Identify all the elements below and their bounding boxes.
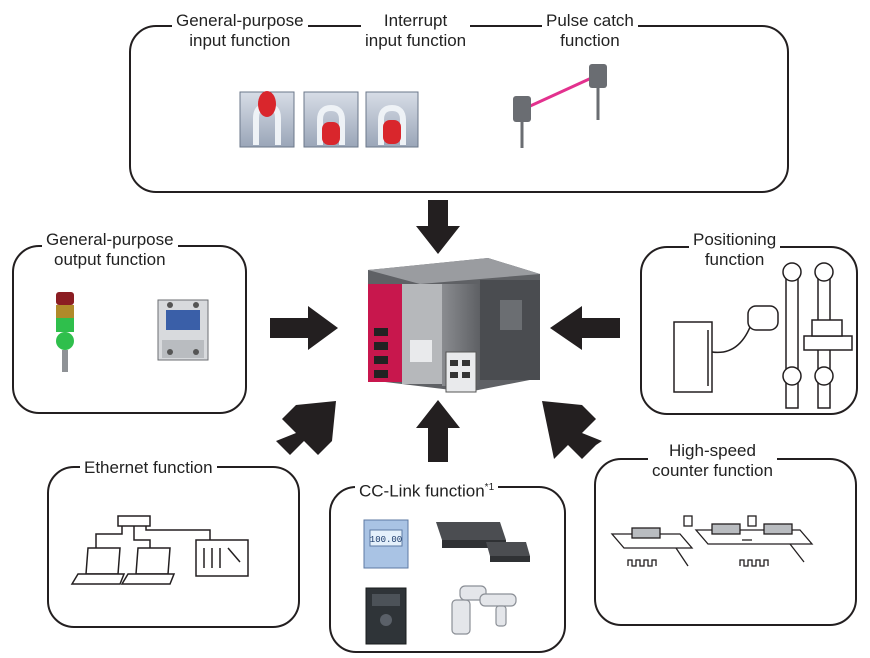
signal-tower-icon <box>56 292 74 372</box>
robot-arm-icon <box>451 585 517 635</box>
plc-unit-icon <box>368 258 540 393</box>
inverter-icon <box>365 587 407 645</box>
label-cc-link: CC-Link function*1 <box>355 478 499 502</box>
label-line: Ethernet function <box>84 458 213 477</box>
label-line: Pulse catch <box>546 11 634 30</box>
positioning-machine-icon <box>673 262 853 409</box>
conveyor-counter-icon <box>610 515 814 567</box>
label-line: input function <box>189 31 291 50</box>
label-line: function <box>704 250 765 269</box>
label-interrupt-input: Interrupt input function <box>361 11 471 51</box>
label-line: Positioning <box>693 230 777 249</box>
label-line: output function <box>54 250 166 269</box>
label-line: input function <box>365 31 467 50</box>
box-ethernet <box>47 466 300 628</box>
arrow-left-icon <box>550 306 620 350</box>
label-pulse-catch: Pulse catch function <box>542 11 638 51</box>
label-ethernet: Ethernet function <box>80 458 217 478</box>
label-high-speed-counter: High-speed counter function <box>648 441 777 481</box>
label-positioning: Positioning function <box>689 230 781 270</box>
footnote-marker: *1 <box>484 482 495 493</box>
arrow-up-icon <box>416 400 460 462</box>
box-general-output <box>12 245 247 414</box>
label-line: General-purpose <box>46 230 174 249</box>
arrow-down-icon <box>416 200 460 254</box>
photoelectric-sensor-icon <box>513 64 607 148</box>
box-cclink <box>329 486 566 653</box>
label-line: counter function <box>652 461 773 480</box>
label-general-purpose-input: General-purpose input function <box>172 11 308 51</box>
contactor-relay-icon <box>157 299 209 361</box>
input-switch-icons <box>239 91 419 148</box>
label-line: General-purpose <box>176 11 304 30</box>
meter-display-value: 100.00 <box>370 535 402 545</box>
arrow-upright-icon <box>276 401 336 455</box>
arrow-upleft-icon <box>542 401 602 459</box>
label-line: Interrupt <box>383 11 448 30</box>
label-line: CC-Link function <box>359 481 485 501</box>
label-general-purpose-output: General-purpose output function <box>42 230 178 270</box>
ethernet-network-icon <box>70 515 249 585</box>
remote-io-modules-icon <box>436 522 530 562</box>
label-line: function <box>560 31 620 50</box>
label-line: High-speed <box>669 441 756 460</box>
arrow-right-icon <box>270 306 338 350</box>
power-meter-icon: 100.00 <box>363 519 409 569</box>
